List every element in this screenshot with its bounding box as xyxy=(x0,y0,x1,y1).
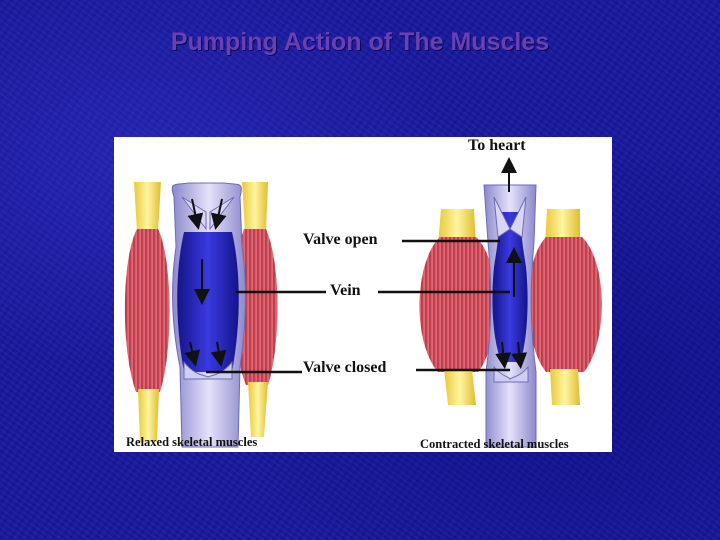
relaxed-left-muscle xyxy=(125,182,170,442)
contracted-left-muscle xyxy=(419,209,495,405)
contracted-vein xyxy=(484,165,536,447)
label-valve-closed: Valve closed xyxy=(303,359,386,377)
label-vein: Vein xyxy=(330,282,361,300)
label-valve-open: Valve open xyxy=(303,231,378,249)
slide-title: Pumping Action of The Muscles xyxy=(0,28,720,57)
caption-relaxed: Relaxed skeletal muscles xyxy=(126,435,257,450)
muscle-pump-figure: To heart Valve open Vein Valve closed Re… xyxy=(114,137,612,452)
diagram-graphic xyxy=(114,137,612,452)
caption-contracted: Contracted skeletal muscles xyxy=(420,437,569,452)
label-to-heart: To heart xyxy=(468,137,526,155)
contracted-right-muscle xyxy=(528,209,602,405)
relaxed-vein xyxy=(172,183,245,447)
